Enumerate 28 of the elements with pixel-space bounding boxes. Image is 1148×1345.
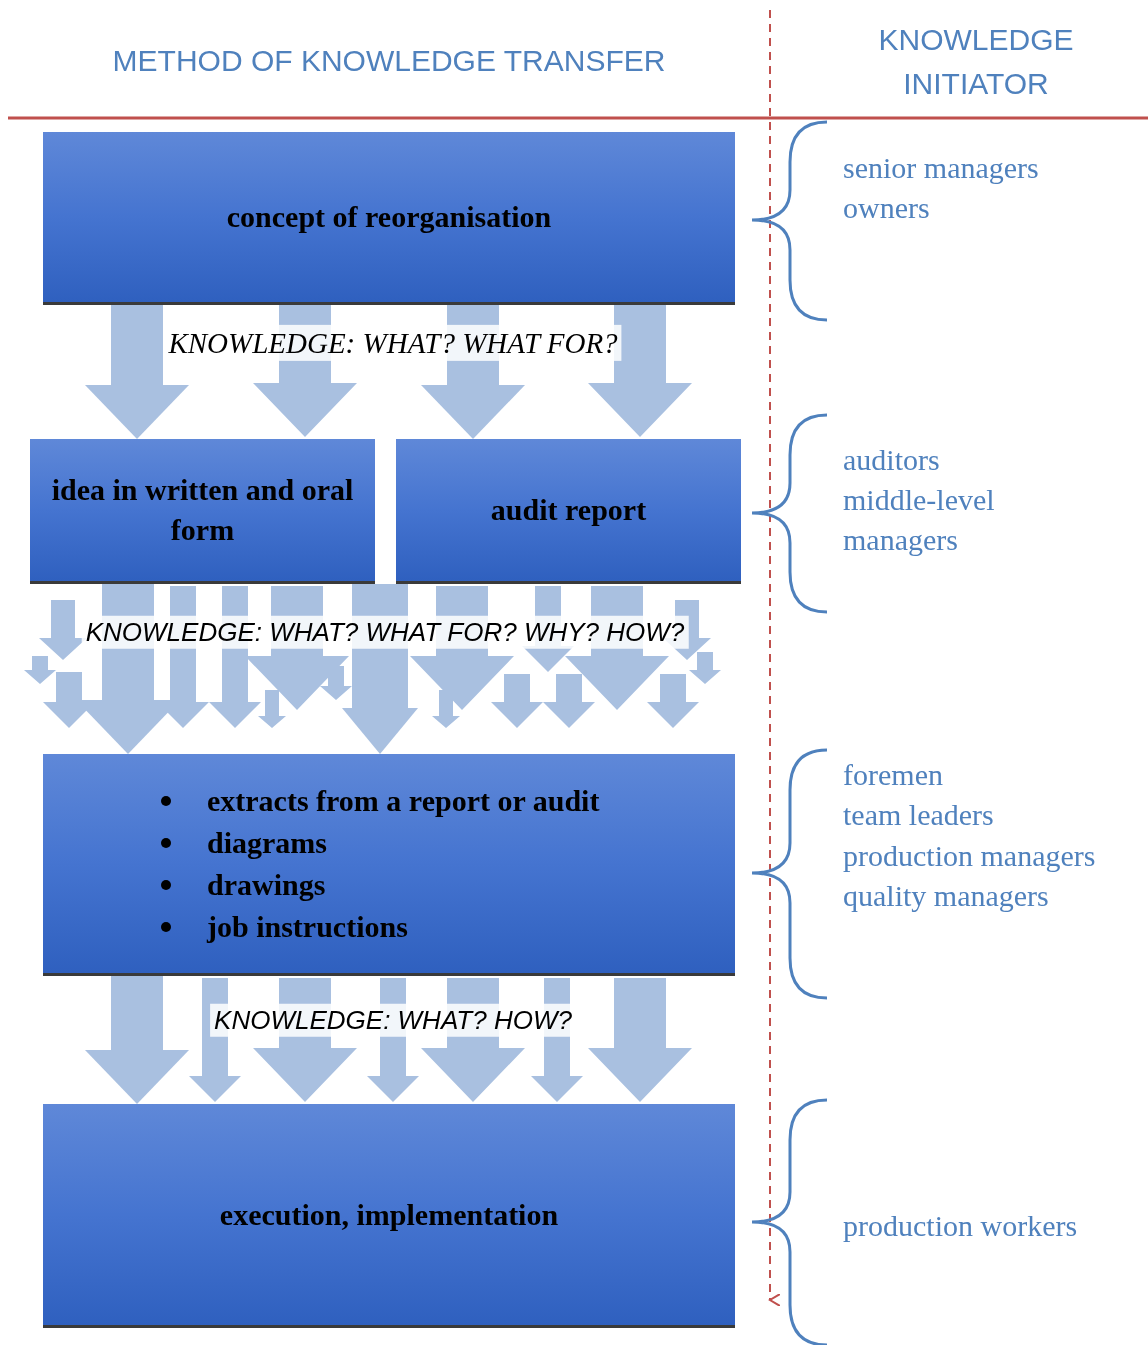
initiator-label: team leaders <box>843 797 995 833</box>
box-title: execution, implementation <box>219 1196 559 1233</box>
process-box <box>30 439 375 584</box>
block-arrow <box>421 305 525 439</box>
initiator-label: quality managers <box>843 878 1050 914</box>
block-arrow <box>85 976 189 1104</box>
list-item: drawings <box>207 866 326 903</box>
block-arrow <box>85 305 189 439</box>
column-heading: METHOD OF KNOWLEDGE TRANSFER <box>112 42 666 79</box>
initiator-label: foremen <box>843 757 944 793</box>
edge-label: KNOWLEDGE: WHAT? WHAT FOR? WHY? HOW? <box>81 615 689 649</box>
initiator-label: auditors <box>843 442 941 478</box>
list-item: job instructions <box>207 908 408 945</box>
initiator-label: production managers <box>843 838 1097 874</box>
process-box <box>43 1104 735 1328</box>
box-title: audit report <box>490 492 647 528</box>
process-box <box>43 132 735 305</box>
box-title: concept of reorganisation <box>226 199 552 235</box>
initiator-label: production workers <box>843 1208 1079 1244</box>
column-heading: KNOWLEDGE INITIATOR <box>877 22 1075 102</box>
initiator-label: owners <box>843 190 931 226</box>
list-item: extracts from a report or audit <box>207 782 600 819</box>
box-title: idea in written and oral form <box>50 472 355 548</box>
list-item: diagrams <box>207 824 327 861</box>
initiator-label: middle-level managers <box>843 482 996 558</box>
process-box <box>396 439 741 584</box>
process-box <box>43 754 735 976</box>
initiator-label: senior managers <box>843 150 1040 186</box>
